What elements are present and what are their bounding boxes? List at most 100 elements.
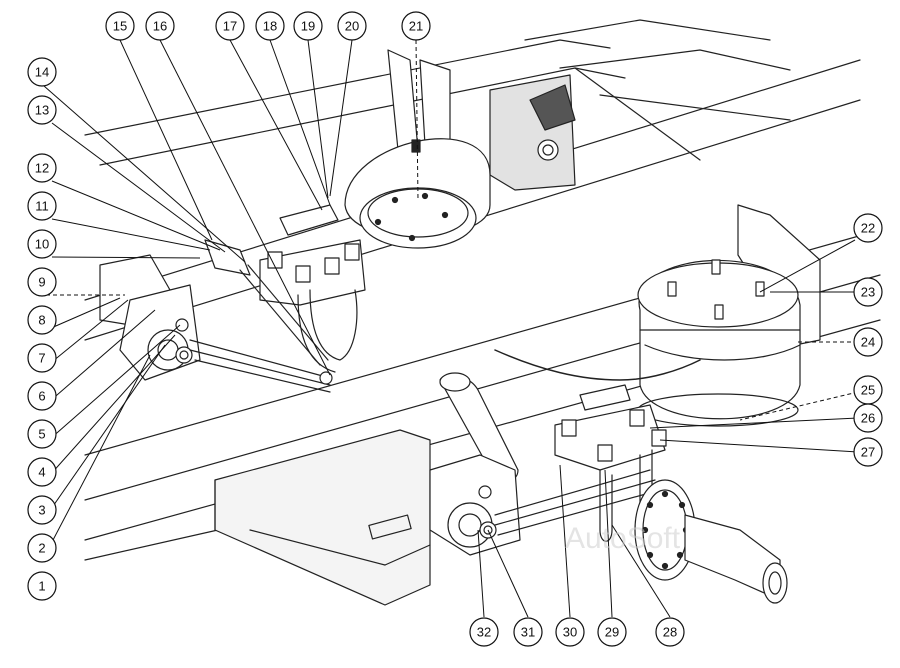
- callout-circle: [597, 617, 627, 647]
- callout-11: 11: [27, 191, 57, 221]
- callout-number: 13: [35, 103, 49, 118]
- callout-number: 30: [563, 625, 577, 640]
- callout-circle: [27, 419, 57, 449]
- callout-circle: [27, 153, 57, 183]
- callout-21: 21: [401, 11, 431, 41]
- callout-number: 16: [153, 19, 167, 34]
- axle-clamp-right: [554, 384, 667, 542]
- callout-circle: [27, 533, 57, 563]
- callout-circle: [27, 457, 57, 487]
- callout-circle: [27, 57, 57, 87]
- air-spring-right: [637, 204, 821, 427]
- callout-circle: [27, 381, 57, 411]
- callout-14: 14: [27, 57, 57, 87]
- callout-15: 15: [105, 11, 135, 41]
- callout-circle: [293, 11, 323, 41]
- callout-3: 3: [27, 495, 57, 525]
- wheel-hub: [634, 479, 788, 604]
- callout-circle: [655, 617, 685, 647]
- cross-member: [214, 429, 431, 606]
- callout-23: 23: [853, 277, 883, 307]
- callout-circle: [27, 571, 57, 601]
- callout-number: 24: [861, 335, 875, 350]
- callout-24: 24: [853, 327, 883, 357]
- callout-number: 1: [38, 579, 45, 594]
- callout-number: 23: [861, 285, 875, 300]
- callout-circle: [105, 11, 135, 41]
- callout-29: 29: [597, 617, 627, 647]
- callout-8: 8: [27, 305, 57, 335]
- watermark: AutoSoft: [565, 522, 681, 555]
- callout-17: 17: [215, 11, 245, 41]
- callout-26: 26: [853, 403, 883, 433]
- callout-circle: [27, 191, 57, 221]
- callout-number: 29: [605, 625, 619, 640]
- callout-number: 18: [263, 19, 277, 34]
- callout-number: 7: [38, 351, 45, 366]
- callout-6: 6: [27, 381, 57, 411]
- callout-number: 31: [521, 625, 535, 640]
- callout-circle: [337, 11, 367, 41]
- callout-number: 21: [409, 19, 423, 34]
- callout-number: 22: [861, 221, 875, 236]
- air-line: [494, 349, 701, 381]
- callout-circle: [27, 229, 57, 259]
- callout-number: 27: [861, 445, 875, 460]
- parts-drawing: [84, 19, 881, 606]
- callout-12: 12: [27, 153, 57, 183]
- frame-bracket-rear: [489, 74, 576, 191]
- callout-number: 15: [113, 19, 127, 34]
- callout-number: 6: [38, 389, 45, 404]
- callout-circle: [27, 495, 57, 525]
- callout-circle: [853, 403, 883, 433]
- callout-circle: [469, 617, 499, 647]
- callout-circle: [27, 305, 57, 335]
- callout-22: 22: [853, 213, 883, 243]
- suspension-hanger-left: [99, 254, 333, 393]
- callout-number: 8: [38, 313, 45, 328]
- callout-circle: [555, 617, 585, 647]
- callout-1: 1: [27, 571, 57, 601]
- callout-10: 10: [27, 229, 57, 259]
- callout-16: 16: [145, 11, 175, 41]
- callout-circle: [401, 11, 431, 41]
- callout-number: 11: [35, 199, 49, 214]
- callout-number: 3: [38, 503, 45, 518]
- callout-31: 31: [513, 617, 543, 647]
- leader-lines: [41, 39, 859, 618]
- callout-18: 18: [255, 11, 285, 41]
- callout-28: 28: [655, 617, 685, 647]
- callout-32: 32: [469, 617, 499, 647]
- callout-number: 17: [223, 19, 237, 34]
- callout-20: 20: [337, 11, 367, 41]
- callout-circle: [27, 343, 57, 373]
- callout-circle: [27, 267, 57, 297]
- callout-number: 5: [38, 427, 45, 442]
- callout-13: 13: [27, 95, 57, 125]
- callout-number: 19: [301, 19, 315, 34]
- callout-number: 4: [38, 465, 45, 480]
- callout-number: 9: [38, 275, 45, 290]
- callout-circle: [27, 95, 57, 125]
- callout-circle: [145, 11, 175, 41]
- suspension-hanger-right: [429, 454, 661, 556]
- callout-25: 25: [853, 375, 883, 405]
- callout-circle: [513, 617, 543, 647]
- callout-circle: [853, 327, 883, 357]
- callout-number: 12: [35, 161, 49, 176]
- callout-circle: [255, 11, 285, 41]
- callout-circle: [853, 213, 883, 243]
- callout-5: 5: [27, 419, 57, 449]
- callout-number: 14: [35, 65, 49, 80]
- callout-circle: [853, 437, 883, 467]
- callout-circle: [853, 277, 883, 307]
- callout-number: 26: [861, 411, 875, 426]
- callout-9: 9: [27, 267, 57, 297]
- callout-number: 32: [477, 625, 491, 640]
- callout-circle: [215, 11, 245, 41]
- callout-number: 10: [35, 237, 49, 252]
- callout-number: 28: [663, 625, 677, 640]
- callout-19: 19: [293, 11, 323, 41]
- callout-number: 25: [861, 383, 875, 398]
